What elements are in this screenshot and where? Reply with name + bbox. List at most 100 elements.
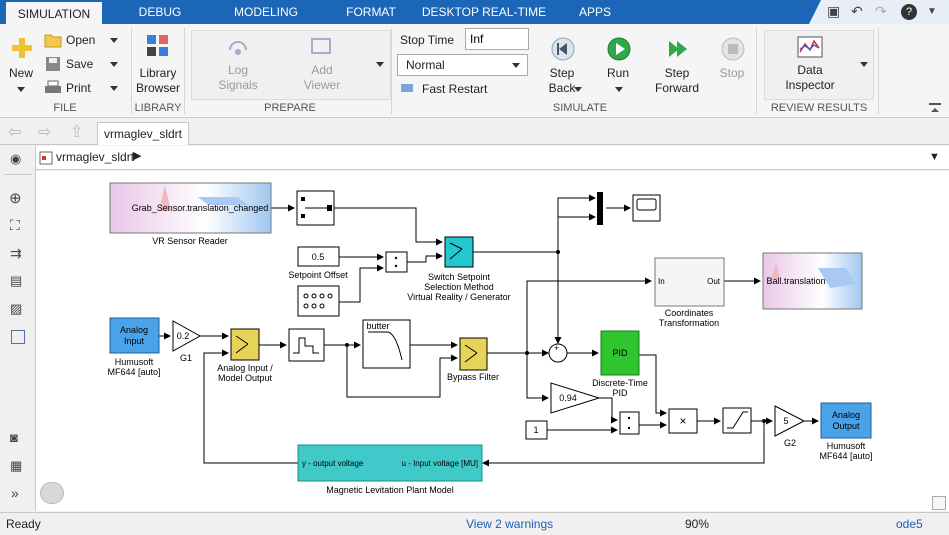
sum-2-block[interactable] [619,411,640,435]
coordinates-transformation-block[interactable] [654,257,725,307]
chevron-down-icon[interactable]: ▼ [929,151,940,163]
group-library-label: LIBRARY [134,102,182,114]
print-button[interactable]: Print [66,81,91,95]
breadcrumb-model[interactable]: vrmaglev_sldrt [56,150,135,164]
butter-filter-block[interactable]: butter [362,319,411,369]
screenshot-icon[interactable]: ◙ [10,430,18,445]
tab-modeling[interactable]: MODELING [233,5,298,19]
hide-explorer-icon[interactable]: ◉ [10,151,22,166]
product-block[interactable] [668,408,698,434]
input-output-switch-block[interactable] [230,328,260,361]
gain-094-block[interactable] [550,382,601,414]
zoom-in-icon[interactable]: ⊕ [9,190,22,207]
switch-setpoint-block[interactable] [444,236,474,268]
analog-output-block[interactable] [820,402,872,439]
vr-sink-block[interactable]: Ball.translation [762,252,863,310]
chevron-down-icon[interactable] [110,38,118,43]
chevron-down-icon[interactable]: ▼ [927,6,937,17]
new-button-label[interactable]: New [8,66,33,80]
fit-to-view-icon[interactable]: ⛶ [10,217,20,233]
save-disk-icon[interactable] [44,56,62,72]
save-button[interactable]: Save [66,57,94,71]
help-icon[interactable]: ? [901,4,917,20]
tab-debug[interactable]: DEBUG [138,5,182,19]
vr-sensor-label: VR Sensor Reader [152,236,228,246]
magnetic-levitation-plant-block[interactable] [297,444,483,482]
chevron-down-icon[interactable] [110,62,118,67]
scope-block[interactable] [632,194,661,222]
solver-link[interactable]: ode5 [896,517,923,531]
warnings-link[interactable]: View 2 warnings [466,517,554,531]
area-icon[interactable] [11,330,25,344]
open-folder-icon[interactable] [44,32,62,48]
step-forward-icon[interactable] [664,36,690,62]
fast-restart-button[interactable]: Fast Restart [422,82,488,96]
error-sum-block[interactable] [548,343,568,363]
data-inspector-icon[interactable] [797,36,823,58]
model-data-icon[interactable] [40,482,64,504]
expand-palette-icon[interactable]: » [11,485,19,501]
vr-sensor-reader-block[interactable]: Grab_Sensor.translation_changed [109,182,272,234]
image-icon[interactable]: ▨ [10,301,23,316]
forward-arrow-icon[interactable]: ⇨ [38,124,52,141]
tab-simulation[interactable]: SIMULATION [6,0,102,24]
step-back-icon[interactable] [550,36,576,62]
run-button[interactable]: Run [606,66,629,80]
g1-gain-block[interactable] [172,320,202,352]
chevron-down-icon[interactable] [110,86,118,91]
zero-order-hold-block[interactable] [288,328,325,362]
simulation-mode-select[interactable]: Normal [397,54,528,76]
resize-grip-icon[interactable] [932,496,946,510]
mux-block[interactable] [296,190,335,226]
setpoint-offset-block[interactable] [297,246,340,267]
chevron-down-icon[interactable] [17,87,25,92]
run-icon[interactable] [606,36,632,62]
plant-label: Magnetic Levitation Plant Model [326,485,454,495]
group-simulate-label: SIMULATE [552,102,608,114]
prepare-gallery [191,30,391,100]
mux-bar-block[interactable] [597,192,603,225]
signal-generator-block[interactable] [297,285,340,317]
chevron-down-icon[interactable] [376,62,384,67]
redo-icon[interactable]: ↷ [875,3,887,19]
plant-input-port: u - Input voltage [MU] [402,459,478,468]
chevron-right-icon[interactable]: ▶ [133,150,142,162]
g2-gain-block[interactable] [774,405,806,437]
saturation-block[interactable] [722,407,752,434]
model-tab[interactable]: vrmaglev_sldrt [97,122,189,145]
signal-arrows-icon[interactable]: ⇉ [10,245,22,261]
sum-block[interactable] [385,251,408,273]
pid-block[interactable] [600,330,640,376]
stop-button[interactable]: Stop [719,66,745,80]
constant-1-block[interactable] [525,420,548,440]
tab-format[interactable]: FORMAT [346,5,396,19]
tab-apps[interactable]: APPS [578,5,611,19]
back-arrow-icon[interactable]: ⇦ [8,124,22,141]
model-canvas[interactable]: Grab_Sensor.translation_changed VR Senso… [36,171,949,511]
stop-time-input[interactable] [465,28,529,50]
analog-input-block[interactable] [109,317,160,354]
library-browser-icon[interactable] [146,34,170,58]
chevron-down-icon [512,63,520,68]
undo-icon[interactable]: ↶ [851,3,863,19]
tab-desktop-real-time[interactable]: DESKTOP REAL-TIME [421,5,547,19]
fast-restart-icon[interactable] [400,82,416,94]
print-icon[interactable] [44,80,62,96]
chevron-down-icon[interactable] [615,87,623,92]
open-button[interactable]: Open [66,33,96,47]
new-icon[interactable] [10,36,34,60]
collapse-ribbon-icon[interactable] [928,102,942,114]
up-arrow-icon[interactable]: ⇧ [70,124,84,141]
annotation-icon[interactable]: ▤ [10,273,23,288]
chevron-down-icon[interactable] [574,87,582,92]
model-browser-icon[interactable]: ▦ [10,458,23,473]
chevron-down-icon[interactable] [860,62,868,67]
bypass-filter-switch-block[interactable] [459,337,488,371]
save-icon[interactable]: ▣ [827,3,841,19]
